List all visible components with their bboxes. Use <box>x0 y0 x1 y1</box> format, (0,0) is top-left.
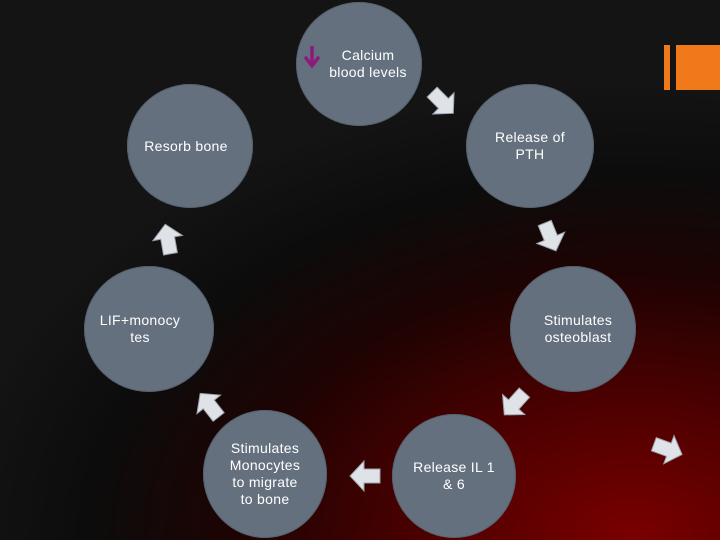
arrow-il-to-monocytes <box>349 459 381 493</box>
arrow-pth-to-osteoblast <box>535 219 566 252</box>
arrow-monocytes-to-lif <box>196 392 225 423</box>
arrow-calcium-to-pth <box>426 86 455 115</box>
node-lif-monocytes: LIF+monocy tes <box>84 266 214 392</box>
node-calcium-blood-levels: Calcium blood levels <box>296 2 422 126</box>
node-resorb-label: Resorb bone <box>144 137 228 154</box>
node-calcium-label: Calcium blood levels <box>329 47 407 80</box>
node-release-of-pth: Release of PTH <box>466 84 594 208</box>
arrow-stray-right <box>650 434 683 465</box>
node-il-label: Release IL 1 & 6 <box>413 459 495 492</box>
arrow-osteoblast-to-il <box>501 387 531 416</box>
arrow-lif-to-resorb <box>151 223 184 256</box>
accent-bar-right <box>676 45 720 90</box>
node-monocytes-label: Stimulates Monocytes to migrate to bone <box>229 440 301 507</box>
node-resorb-bone: Resorb bone <box>127 84 253 208</box>
node-lif-label: LIF+monocy tes <box>99 312 181 345</box>
accent-bar-left <box>664 45 670 90</box>
node-stimulates-monocytes: Stimulates Monocytes to migrate to bone <box>203 410 327 538</box>
node-osteoblast-label: Stimulates osteoblast <box>543 312 613 345</box>
node-release-il-1-6: Release IL 1 & 6 <box>392 414 516 538</box>
node-stimulates-osteoblast: Stimulates osteoblast <box>510 266 636 392</box>
node-pth-label: Release of PTH <box>495 129 565 162</box>
down-arrow-icon <box>304 46 320 68</box>
